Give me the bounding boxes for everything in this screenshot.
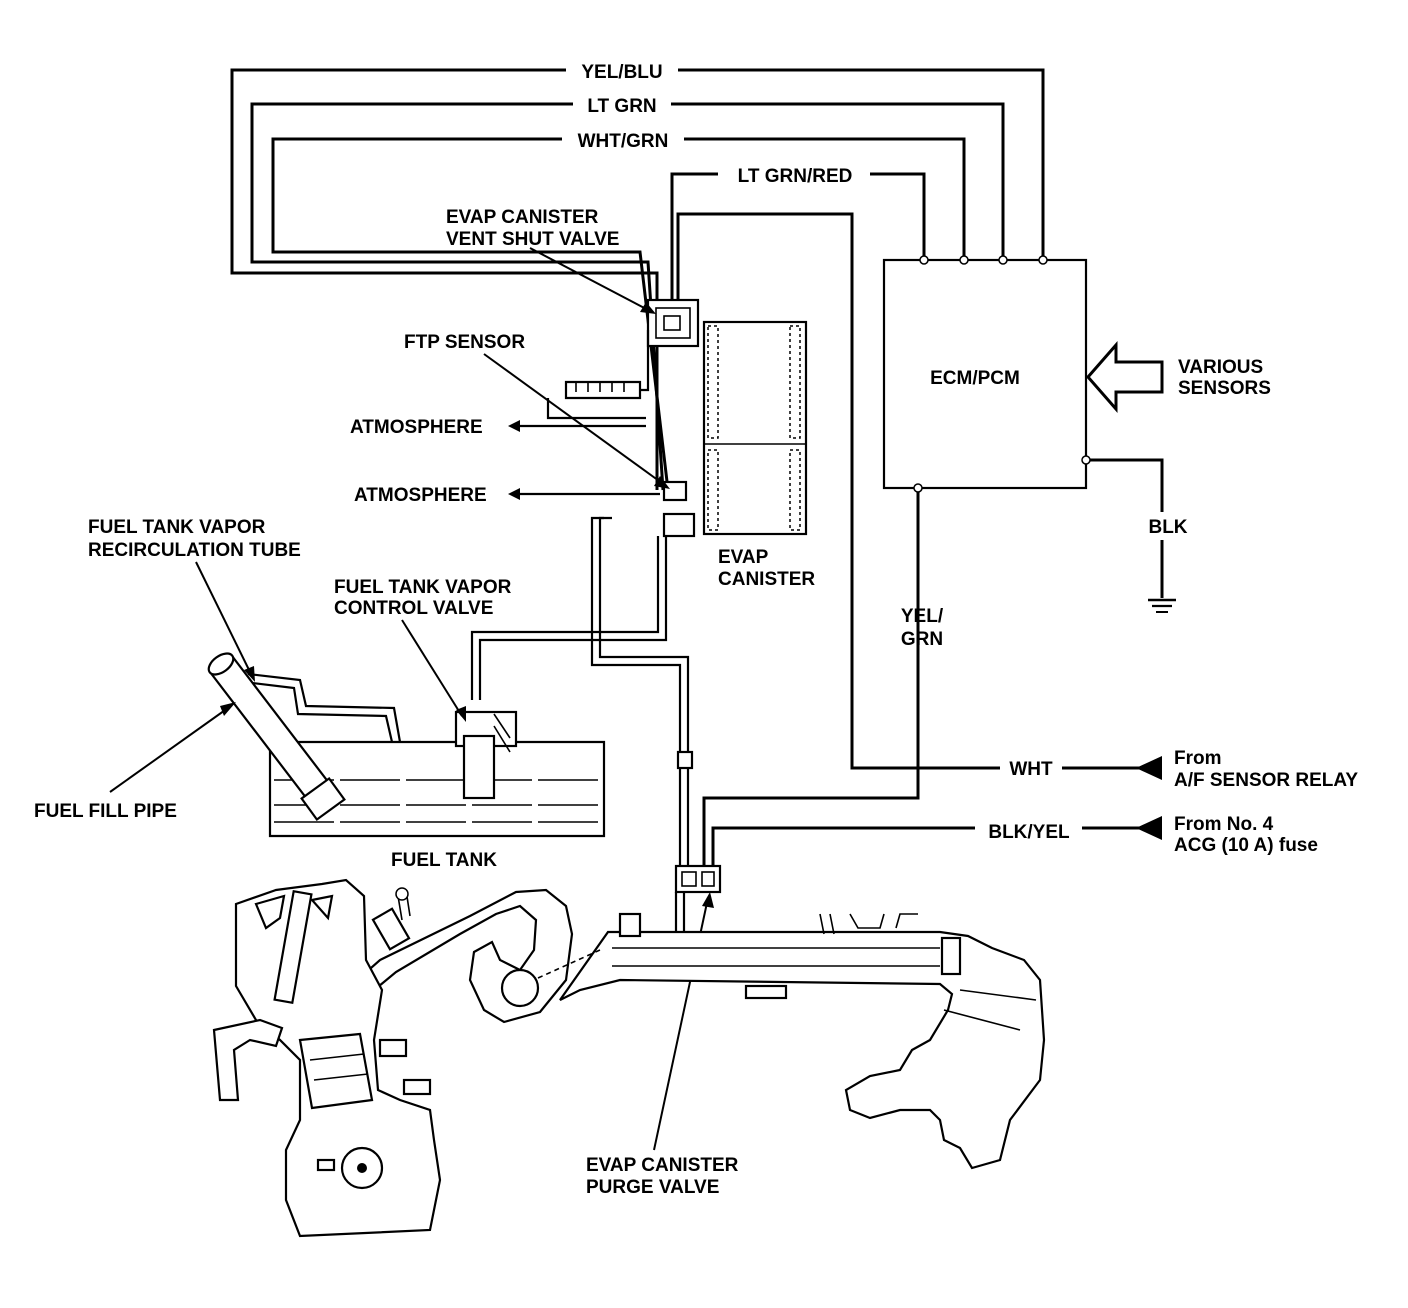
label-af-relay-1: From: [1174, 748, 1222, 769]
leader-purge-valve-head-icon: [702, 892, 714, 908]
atmosphere-arrow-1-icon: [508, 420, 520, 432]
label-fuel-tank: FUEL TANK: [391, 850, 497, 871]
vent-shut-valve: [646, 298, 700, 348]
wire-blk-yel-to-valve: [711, 826, 975, 868]
leader-control-valve: [401, 619, 463, 717]
label-atmosphere-1: ATMOSPHERE: [350, 417, 483, 438]
label-wht: WHT: [1009, 759, 1053, 780]
leader-control-valve-head-icon: [456, 706, 466, 722]
label-yel-grn-2: GRN: [901, 629, 943, 650]
label-vent-shut-valve-1: EVAP CANISTER: [446, 207, 599, 228]
label-yel-grn-1: YEL/: [901, 606, 944, 627]
label-blk: BLK: [1148, 517, 1187, 538]
engine-intake-assembly: [212, 878, 1046, 1238]
wire-blk: [1086, 458, 1164, 512]
evap-canister: [702, 320, 808, 536]
label-control-valve-2: CONTROL VALVE: [334, 598, 493, 619]
leader-vent-shut-valve-head-icon: [640, 302, 656, 314]
fuel-fill-pipe: [207, 652, 346, 822]
label-control-valve-1: FUEL TANK VAPOR: [334, 577, 512, 598]
vent-filter: [546, 330, 650, 420]
label-ecm-pcm: ECM/PCM: [930, 368, 1020, 389]
label-recirc-tube-1: FUEL TANK VAPOR: [88, 517, 266, 538]
leader-vent-shut-valve: [529, 247, 653, 313]
leader-recirc-tube: [195, 561, 253, 677]
af-relay-arrow-icon: [1136, 756, 1162, 780]
leader-ftp-sensor-head-icon: [654, 476, 670, 489]
fuse-arrow-icon: [1136, 816, 1162, 840]
label-yel-blu: YEL/BLU: [581, 62, 662, 83]
label-recirc-tube-2: RECIRCULATION TUBE: [88, 540, 301, 561]
leader-recirc-tube-head-icon: [244, 666, 255, 682]
wire-labels: YEL/BLU LT GRN WHT/GRN LT GRN/RED BLK YE…: [562, 58, 1188, 843]
atmosphere-arrow-2-icon: [508, 488, 520, 500]
label-various-sensors-2: SENSORS: [1178, 378, 1271, 399]
label-atmosphere-2: ATMOSPHERE: [354, 485, 487, 506]
label-lt-grn-red: LT GRN/RED: [738, 166, 853, 187]
label-ftp-sensor: FTP SENSOR: [404, 332, 525, 353]
label-fuse-1: From No. 4: [1174, 814, 1274, 835]
leader-ftp-sensor: [483, 353, 667, 487]
wire-vent-valve-power: [676, 212, 1000, 770]
label-fuel-fill-pipe: FUEL FILL PIPE: [34, 801, 177, 822]
vapor-tubes: [470, 516, 694, 880]
label-lt-grn: LT GRN: [587, 96, 656, 117]
evap-canister-purge-valve: [674, 864, 722, 950]
wire-yel-grn: [702, 488, 920, 868]
label-evap-canister-1: EVAP: [718, 547, 769, 568]
label-evap-canister-2: CANISTER: [718, 569, 815, 590]
ecm-pcm-module: ECM/PCM: [882, 255, 1091, 493]
ftp-sensor: [662, 480, 696, 538]
label-purge-valve-1: EVAP CANISTER: [586, 1155, 739, 1176]
leader-fuel-fill-pipe-head-icon: [220, 702, 236, 716]
label-wht-grn: WHT/GRN: [578, 131, 669, 152]
recirculation-tube: [247, 672, 402, 743]
wire-wht-grn: [271, 137, 966, 491]
label-vent-shut-valve-2: VENT SHUT VALVE: [446, 229, 619, 250]
ground-icon: [1148, 598, 1176, 613]
leader-fuel-fill-pipe: [109, 707, 229, 793]
label-blk-yel: BLK/YEL: [988, 822, 1070, 843]
label-fuse-2: ACG (10 A) fuse: [1174, 835, 1318, 856]
various-sensors-arrow-icon: [1086, 341, 1164, 413]
label-various-sensors-1: VARIOUS: [1178, 357, 1263, 378]
label-purge-valve-2: PURGE VALVE: [586, 1177, 719, 1198]
label-af-relay-2: A/F SENSOR RELAY: [1174, 770, 1358, 791]
